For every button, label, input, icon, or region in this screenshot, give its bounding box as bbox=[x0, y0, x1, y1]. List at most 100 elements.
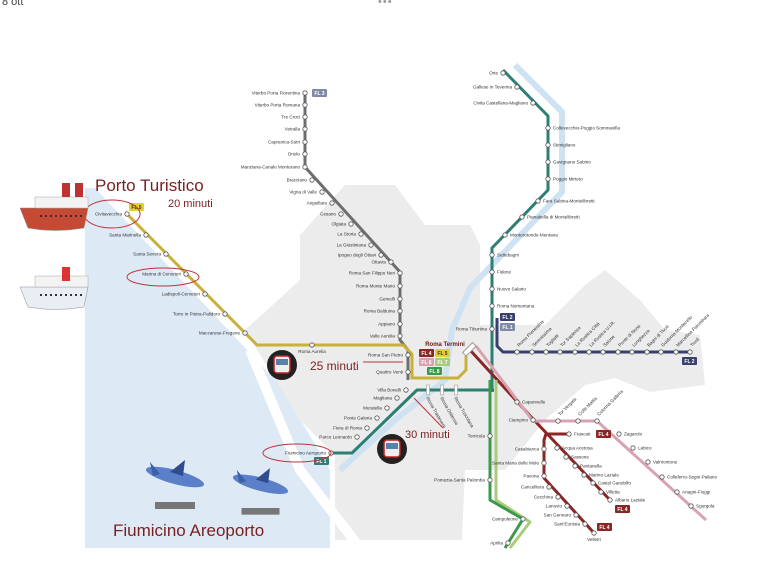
train-window bbox=[386, 443, 398, 449]
station-label: Aprilia bbox=[490, 541, 503, 546]
station-label: Roma San Pietro bbox=[368, 353, 403, 358]
station-marker bbox=[566, 431, 572, 437]
station-marker bbox=[546, 484, 552, 490]
station-marker bbox=[384, 405, 390, 411]
fl1-badge-label: FL 1 bbox=[316, 459, 326, 465]
station-marker bbox=[397, 308, 403, 314]
fl4-albano-badge bbox=[615, 505, 630, 513]
station-label: Civitavecchia bbox=[95, 212, 123, 217]
station-marker bbox=[659, 474, 665, 480]
station-marker bbox=[530, 417, 536, 423]
station-label: Roma Aurelia bbox=[298, 349, 326, 354]
station-marker bbox=[564, 503, 570, 509]
ship-funnel bbox=[62, 183, 70, 197]
station-label: Capranica-Sutri bbox=[268, 140, 300, 145]
station-marker bbox=[572, 349, 578, 355]
tiber-river bbox=[337, 62, 565, 473]
ship-deck bbox=[34, 196, 89, 209]
plane-tail bbox=[150, 462, 160, 476]
station-marker bbox=[520, 516, 526, 522]
ship-funnel bbox=[75, 183, 83, 197]
station-marker bbox=[183, 271, 189, 277]
station-marker bbox=[163, 251, 169, 257]
station-marker bbox=[505, 540, 511, 546]
station-marker bbox=[405, 352, 411, 358]
station-label: Cancelliera bbox=[521, 485, 544, 490]
station-label: Tivoli bbox=[689, 337, 700, 348]
station-marker bbox=[557, 349, 563, 355]
station-label: Villetta bbox=[606, 490, 620, 495]
station-marker bbox=[598, 489, 604, 495]
station-marker bbox=[302, 164, 308, 170]
fl2-end-badge-label: FL 2 bbox=[684, 359, 694, 365]
underline-highlight bbox=[413, 397, 444, 429]
station-label: Torre in Pietra-Palidoro bbox=[173, 312, 220, 317]
highway-band bbox=[245, 348, 364, 552]
station-label: La Storta bbox=[337, 232, 356, 237]
termini-label: Roma Termini bbox=[425, 342, 465, 348]
station-label: Santa Marinella bbox=[109, 233, 141, 238]
fl4-badge bbox=[596, 430, 611, 438]
station-marker bbox=[354, 434, 360, 440]
station-label: Collevecchio-Poggio Sommavilla bbox=[553, 126, 620, 131]
station-marker bbox=[364, 425, 370, 431]
station-marker bbox=[309, 177, 315, 183]
more-menu-icon[interactable]: ••• bbox=[378, 0, 393, 8]
station-label: Roma Monte Mario bbox=[356, 284, 396, 289]
station-label: Orte bbox=[489, 71, 498, 76]
station-marker bbox=[368, 242, 374, 248]
station-marker bbox=[358, 231, 364, 237]
station-label: Ipogeo degli Ottavi bbox=[338, 253, 376, 258]
station-label: Valmontone bbox=[653, 460, 678, 465]
station-marker bbox=[658, 349, 664, 355]
station-label: Campoleone bbox=[492, 517, 518, 522]
plane-wing bbox=[170, 460, 185, 476]
station-marker bbox=[673, 349, 679, 355]
fl1-badge bbox=[314, 457, 329, 465]
fl2-track bbox=[495, 318, 690, 354]
station-marker bbox=[541, 473, 547, 479]
station-label: Fiera di Roma bbox=[333, 426, 362, 431]
station-label: Ponte Galeria bbox=[344, 416, 373, 421]
station-marker bbox=[502, 232, 508, 238]
station-marker bbox=[555, 494, 561, 500]
station-label: Roma Tiburtina bbox=[456, 327, 488, 332]
station-marker bbox=[143, 232, 149, 238]
station-marker bbox=[338, 211, 344, 217]
station-label: Marino Laziale bbox=[589, 473, 619, 478]
station-marker bbox=[405, 369, 411, 375]
station-label: Villa Bonelli bbox=[377, 388, 401, 393]
station-marker bbox=[222, 311, 228, 317]
station-marker bbox=[302, 139, 308, 145]
station-marker bbox=[329, 200, 335, 206]
station-marker bbox=[615, 349, 621, 355]
station-label: Sant'Eurosia bbox=[554, 522, 580, 527]
station-marker bbox=[426, 384, 430, 396]
airplane-icon bbox=[145, 460, 205, 509]
station-label: Vigna di Valle bbox=[289, 190, 317, 195]
station-marker bbox=[572, 463, 578, 469]
fl3-badge bbox=[312, 89, 327, 97]
station-label: San Gennaro bbox=[544, 513, 572, 518]
station-marker bbox=[645, 459, 651, 465]
station-label: Pavona bbox=[523, 474, 539, 479]
station-label: Cecchina bbox=[534, 495, 554, 500]
station-marker bbox=[616, 431, 622, 437]
station-label: Monterotondo-Mentana bbox=[510, 233, 558, 238]
station-marker bbox=[124, 211, 130, 217]
station-marker bbox=[374, 415, 380, 421]
station-marker bbox=[590, 480, 596, 486]
fl4-velletri-track bbox=[542, 432, 596, 535]
airport-time: 30 minuti bbox=[405, 429, 450, 441]
station-marker bbox=[489, 286, 495, 292]
station-label: Anguillara bbox=[307, 201, 328, 206]
station-label: Gemelli bbox=[379, 297, 395, 302]
station-label: Ottavia bbox=[371, 260, 386, 265]
station-marker bbox=[378, 252, 384, 258]
station-label: Ladispoli-Cerveteri bbox=[162, 292, 200, 297]
runway-marker bbox=[241, 508, 280, 515]
fl4-badge-label: FL 4 bbox=[598, 432, 608, 438]
station-label: Sgurgola bbox=[696, 504, 715, 509]
station-marker bbox=[302, 90, 308, 96]
